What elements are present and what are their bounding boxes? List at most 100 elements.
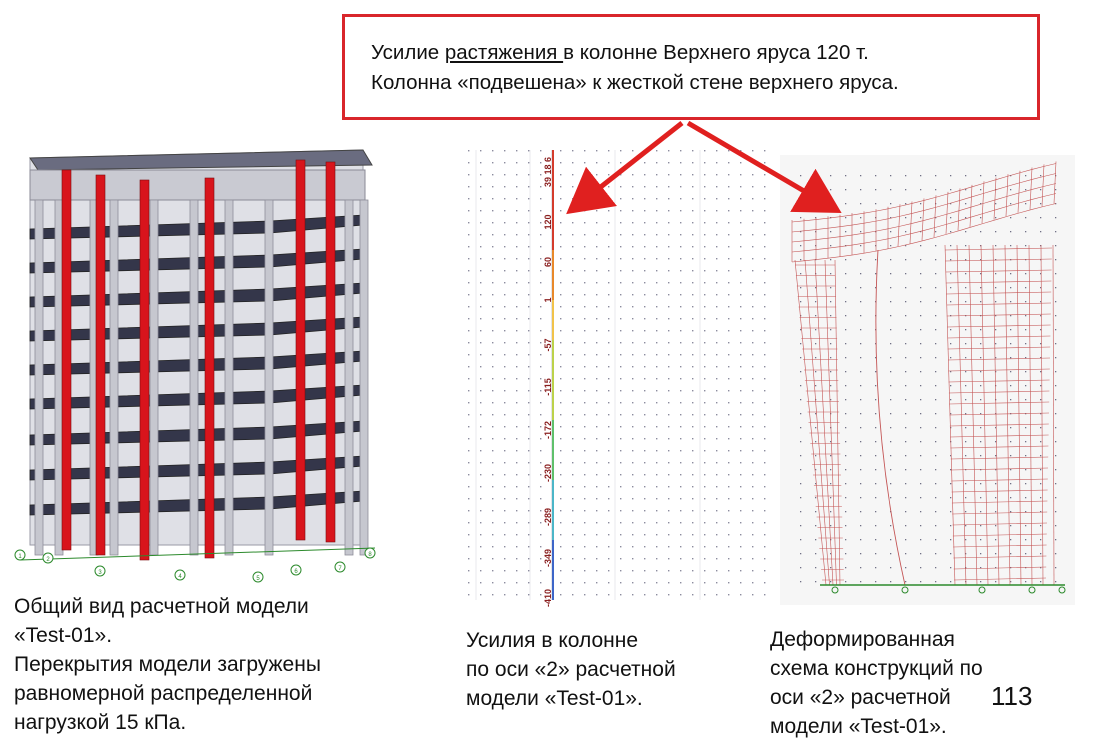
right-wall-mesh [951,489,1048,493]
wall-mesh [791,163,1057,223]
wall-mesh [1053,161,1057,204]
axis-label: 5 [256,576,260,582]
grey-column [344,199,354,556]
right-wall-mesh [946,291,1052,295]
axis-marker [290,564,302,576]
wall-mesh [1005,174,1009,217]
axis-marker [334,561,346,573]
axis-marker [252,571,264,583]
red-column [95,174,106,556]
right-wall-mesh [950,434,1049,438]
left-wall-mesh [794,259,827,586]
callout-line-1: Усилие растяжения в колонне Верхнего яру… [371,41,869,64]
force-value-label: 39 18 6 [543,157,553,187]
axis-label: 8 [368,552,372,558]
support-marker [831,586,839,594]
deformed-scheme [780,155,1075,605]
support-marker [1028,586,1036,594]
deformed-background [780,155,1075,605]
axis-marker [42,552,54,564]
right-wall-mesh [952,533,1047,537]
callout-box: Усилие растяжения в колонне Верхнего яру… [342,14,1040,120]
caption-left: Общий вид расчетной модели «Test-01». Пе… [14,595,321,734]
axis-label: 2 [46,557,50,563]
force-value-label: 1 [543,297,553,302]
force-value-label: -349 [543,549,553,567]
grey-column [109,199,119,556]
force-value-label: -172 [543,421,553,439]
wall-mesh [1029,167,1033,210]
right-wall-mesh [1028,244,1033,586]
axis-label: 4 [178,574,182,580]
left-wall-mesh [804,259,830,586]
right-wall-mesh [953,566,1047,570]
wall-mesh [791,183,1057,243]
wall-mesh [791,173,1057,233]
right-wall-mesh [1040,244,1044,586]
wall-mesh [897,204,901,247]
support-marker [1058,586,1066,594]
wall-mesh [1017,170,1021,213]
right-wall-mesh [953,577,1047,581]
left-wall-mesh [834,259,841,586]
right-wall-mesh [947,357,1051,361]
right-wall-mesh [968,244,978,586]
wall-mesh [1041,164,1045,207]
red-column [61,169,72,551]
left-wall-mesh [814,259,834,586]
roof-slab [29,149,373,171]
right-wall-mesh [956,244,967,586]
underlined-word: растяжения [444,41,564,64]
wall-mesh [945,191,949,234]
right-wall-mesh [947,335,1051,339]
right-wall-mesh [944,247,1053,251]
right-wall-mesh [950,456,1049,460]
axis-marker [364,547,376,559]
right-wall-mesh [1016,244,1022,586]
wall-mesh [791,193,1057,253]
right-wall-mesh [950,467,1049,471]
column-deformed [875,249,906,586]
grey-column [34,199,44,556]
right-wall-mesh [951,478,1048,482]
force-value-label: -57 [543,338,553,351]
right-wall-mesh [947,324,1051,328]
wall-mesh [909,201,913,244]
red-column [139,179,150,561]
force-value-label: -410 [543,589,553,607]
grey-column [264,199,274,556]
caption-middle: Усилия в колонне по оси «2» расчетной мо… [466,629,676,710]
right-wall-mesh [948,390,1050,394]
axis-marker [174,569,186,581]
wall-mesh [981,181,985,224]
callout-line-2: Колонна «подвешена» к жесткой стене верх… [371,71,899,94]
wall-mesh [791,203,1057,263]
right-wall-mesh [949,423,1049,427]
red-column [325,161,336,543]
wall-mesh [933,195,937,238]
right-wall-mesh [1004,244,1011,586]
left-wall-mesh [824,259,837,586]
right-wall-mesh [946,313,1051,317]
right-wall-mesh [949,401,1050,405]
right-wall-mesh [953,555,1047,559]
wall-mesh [969,184,973,227]
right-wall-mesh [953,544,1047,548]
force-value-label: -115 [543,378,553,396]
axis-marker [94,565,106,577]
ground-line [19,547,376,561]
force-value-label: -230 [543,464,553,482]
support-marker [978,586,986,594]
right-wall-mesh [944,244,956,586]
right-wall-mesh [992,244,1000,586]
top-tier-wall [29,169,366,201]
right-wall-mesh [945,280,1052,284]
right-wall-mesh [946,302,1052,306]
axis-label: 7 [338,566,342,572]
axis-label: 3 [98,570,102,576]
right-wall-mesh [945,269,1052,273]
wall-mesh [921,198,925,241]
force-value-label: 120 [543,214,553,229]
